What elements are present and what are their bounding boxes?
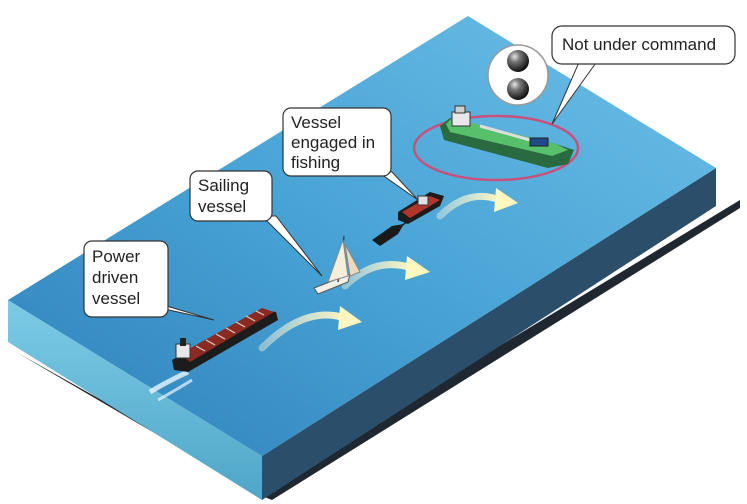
trawler-deck <box>402 196 440 218</box>
label-power-line2: driven <box>92 268 138 287</box>
callout-fishing-vessel: Vessel engaged in fishing <box>282 107 419 201</box>
label-sailing-line1: Sailing <box>198 176 249 195</box>
sailboat-jib <box>344 243 361 277</box>
label-fishing-line3: fishing <box>291 153 340 172</box>
black-ball-icon <box>507 50 529 72</box>
wake <box>148 369 190 395</box>
slab-front-edge <box>8 300 262 500</box>
fishing-vessel-icon <box>372 192 444 246</box>
callout-box <box>282 107 392 177</box>
trawler-wheelhouse <box>417 195 429 206</box>
callout-box <box>189 170 273 222</box>
label-not-under-command: Not under command <box>562 35 716 54</box>
wake <box>157 378 193 402</box>
ship-bridge <box>451 111 471 127</box>
callout-not-under-command: Not under command <box>551 25 736 125</box>
power-driven-vessel-icon <box>148 308 278 402</box>
ship-crane <box>479 124 531 142</box>
sailboat-mainsail <box>327 239 349 283</box>
label-power-line1: Power <box>92 247 141 266</box>
slab-side-edge <box>262 168 716 500</box>
callout-power-driven-vessel: Power driven vessel <box>83 240 215 321</box>
label-power-line3: vessel <box>92 289 140 308</box>
fishing-net <box>372 224 404 246</box>
callout-sailing-vessel: Sailing vessel <box>189 170 323 277</box>
callout-box <box>83 240 169 318</box>
signal-backdrop <box>487 44 549 106</box>
ship-deck-cargo <box>529 137 549 147</box>
sailing-vessel-icon <box>313 235 361 295</box>
tanker-funnel <box>180 338 186 346</box>
tanker-superstructure <box>175 343 191 359</box>
label-sailing-line2: vessel <box>198 197 246 216</box>
highlight-ring <box>412 114 580 182</box>
not-under-command-vessel-icon <box>412 105 580 182</box>
motion-arrow-sailing <box>341 261 416 290</box>
black-ball-icon <box>507 78 529 100</box>
ship-bridge-top <box>454 105 466 114</box>
motion-arrow-power <box>258 311 349 352</box>
callout-box <box>551 25 736 65</box>
motion-arrow-sailing-head <box>405 256 430 280</box>
motion-arrow-fishing-head <box>494 188 518 212</box>
motion-arrow-power-head <box>338 306 362 330</box>
label-fishing-line2: engaged in <box>291 133 375 152</box>
label-fishing-line1: Vessel <box>291 113 341 132</box>
day-signal-two-balls <box>487 44 549 106</box>
motion-arrows <box>258 188 518 352</box>
tanker-deck-stripes <box>195 310 265 352</box>
motion-arrow-fishing <box>436 192 504 220</box>
tanker-deck <box>180 308 274 362</box>
